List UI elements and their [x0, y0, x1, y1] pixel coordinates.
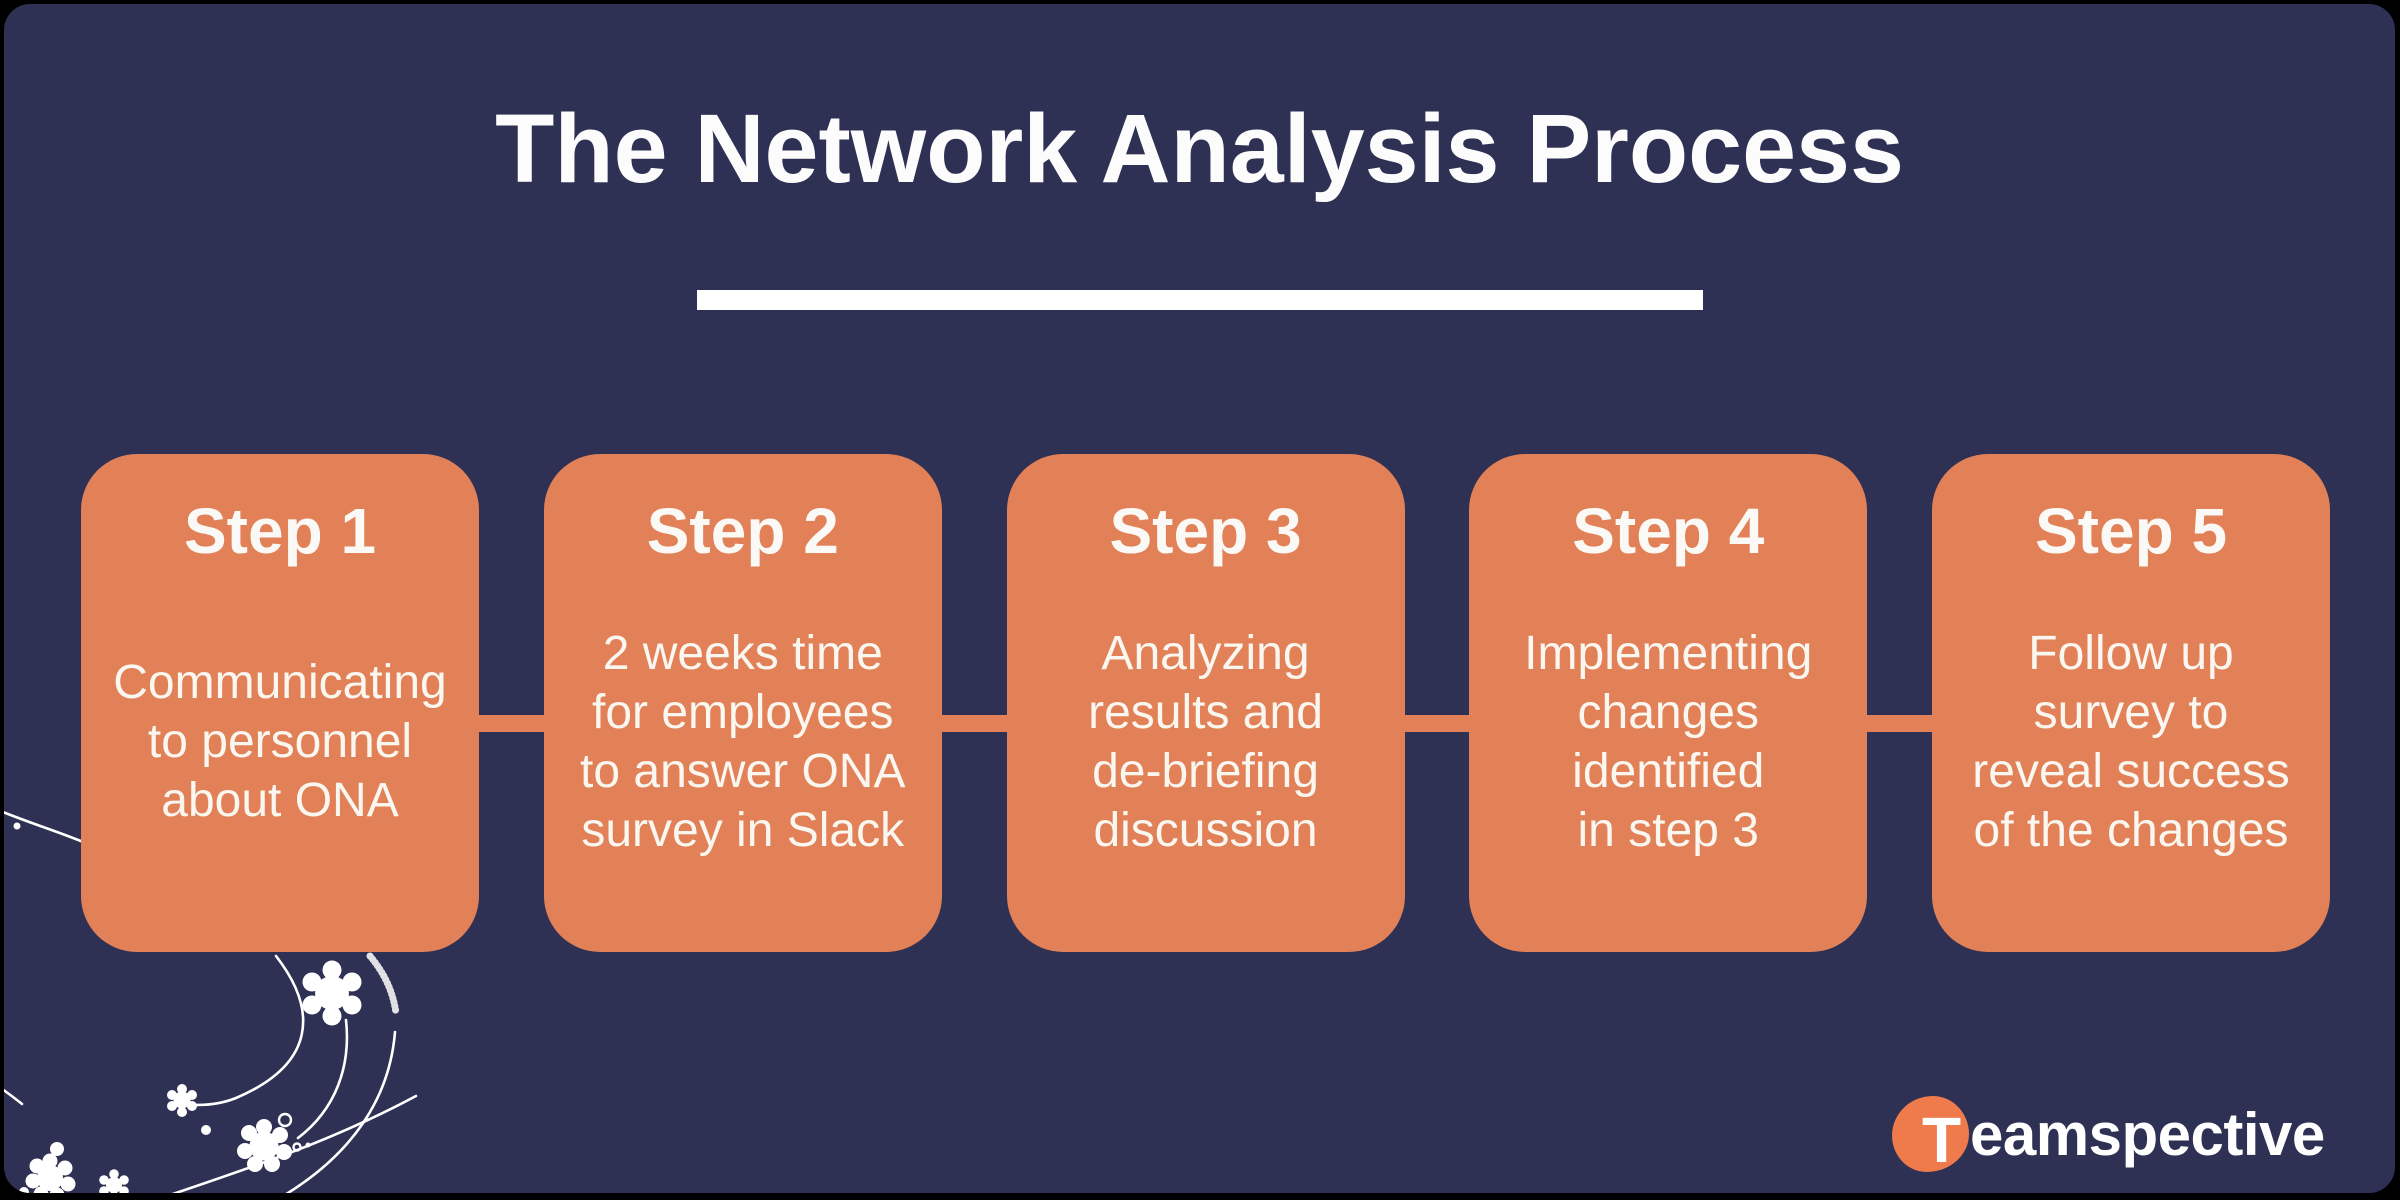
page-title: The Network Analysis Process — [495, 94, 1904, 203]
step-card-1: Step 1 Communicating to personnel about … — [81, 454, 479, 952]
ring — [292, 1142, 302, 1152]
gear-icon — [237, 1119, 292, 1172]
spray-arc — [366, 952, 400, 1017]
step-label: Step 3 — [1109, 495, 1302, 567]
dot — [13, 822, 21, 830]
step-label: Step 2 — [646, 495, 839, 567]
step-label: Step 5 — [2034, 495, 2228, 567]
step-card-3: Step 3 Analyzing results and de-briefing… — [1006, 454, 1405, 952]
gear-icon — [25, 1153, 76, 1193]
arc-outer — [285, 1030, 397, 1193]
arc-middle — [296, 1018, 349, 1140]
step-description: Implementing changes identified in step … — [1524, 626, 1813, 857]
step-card-2: Step 2 2 weeks time for employees to ans… — [543, 454, 942, 952]
arc-top-left — [4, 811, 90, 846]
ring-shapes — [277, 1112, 302, 1152]
title-underline — [696, 290, 1703, 310]
gear-icon — [99, 1169, 129, 1193]
teamspective-logo: T eamspective — [1892, 1096, 2342, 1176]
arc-bottom-long — [171, 1094, 418, 1193]
step-card-5: Step 5 Follow up survey to reveal succes… — [1932, 454, 2330, 952]
dot — [19, 1187, 29, 1193]
swirl-decoration — [4, 811, 418, 1193]
arc-inner — [174, 954, 305, 1107]
step-description: Communicating to personnel about ONA — [113, 656, 447, 828]
dot — [50, 1142, 64, 1156]
logo-wordmark: eamspective — [1970, 1101, 2325, 1168]
steps-row: Step 1 Communicating to personnel about … — [81, 454, 2330, 952]
step-label: Step 1 — [183, 495, 377, 567]
dot — [201, 1125, 211, 1135]
step-description: Analyzing results and de-briefing discus… — [1088, 626, 1323, 857]
logo-blob-icon — [1892, 1096, 1969, 1172]
step-description: 2 weeks time for employees to answer ONA… — [580, 626, 906, 857]
gear-shapes — [13, 822, 362, 1193]
step-label: Step 4 — [1572, 495, 1765, 567]
ring — [277, 1112, 293, 1128]
gear-icon — [302, 960, 362, 1026]
arc-left-small — [4, 1088, 24, 1106]
gear-icon — [167, 1084, 197, 1117]
logo-initial: T — [1922, 1104, 1962, 1176]
dot — [305, 1142, 311, 1148]
infographic-canvas: The Network Analysis Process Step 1 Comm… — [4, 4, 2395, 1193]
step-description: Follow up survey to reveal success of th… — [1972, 626, 2290, 857]
step-card-4: Step 4 Implementing changes identified i… — [1469, 454, 1868, 952]
